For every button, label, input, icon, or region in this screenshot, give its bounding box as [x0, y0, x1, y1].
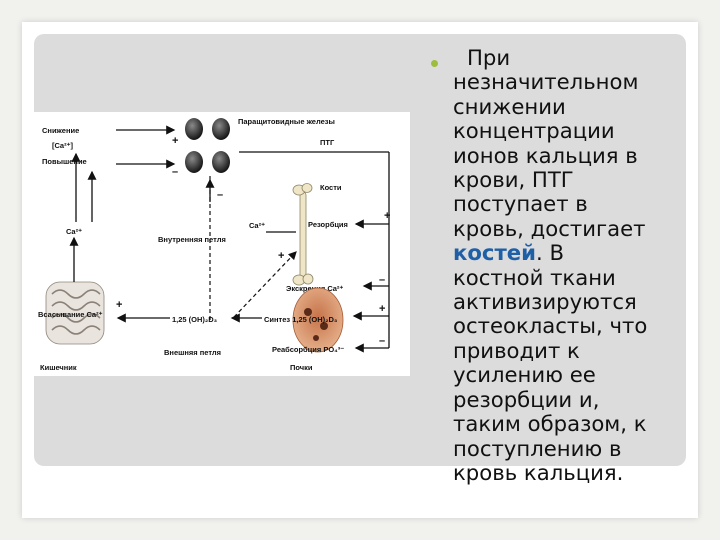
text-line: снижении: [453, 93, 566, 119]
sign-plus-glands: +: [172, 135, 178, 147]
text-line: резорбции и,: [453, 386, 600, 412]
bullet-text: При незначительном снижении концентрации…: [453, 45, 683, 485]
text-line: ионов кальция в: [453, 142, 638, 168]
sign-plus-intestine: +: [116, 299, 122, 311]
text-line: крови, ПТГ: [453, 167, 574, 193]
label-kidneys: Почки: [290, 363, 313, 372]
text-line: концентрации: [453, 118, 615, 144]
label-pth: ПТГ: [320, 138, 335, 147]
text-line: При: [467, 45, 511, 70]
sign-plus-resorption: +: [384, 210, 390, 222]
label-outer-loop: Внешняя петля: [164, 348, 221, 357]
label-bones: Кости: [320, 183, 342, 192]
text-line: кровь, достигает: [453, 215, 646, 241]
gland-icon: [212, 118, 230, 140]
calcium-regulation-diagram: Снижение [Ca²⁺] Повышение Паращитовидные…: [34, 112, 410, 376]
label-parathyroid-glands: Паращитовидные железы: [238, 117, 335, 126]
sign-plus-synthesis: +: [379, 303, 385, 315]
label-decrease: Снижение: [42, 126, 79, 135]
sign-minus-excretion: –: [379, 274, 385, 286]
text-line: костной ткани: [453, 264, 616, 290]
label-ca-inner: Ca²⁺: [249, 221, 265, 230]
text-line: остеокласты, что: [453, 313, 648, 339]
kidney-icon: [292, 287, 344, 353]
label-increase: Повышение: [42, 157, 87, 166]
label-synthesis: Синтез 1,25 (OH)₂D₃: [264, 315, 338, 324]
dashed-diagonal: [233, 251, 297, 318]
label-inner-loop: Внутренняя петля: [158, 235, 226, 244]
sign-minus-inner: –: [217, 189, 223, 201]
intestine-icon: [45, 281, 105, 345]
text-line: . В: [536, 240, 565, 266]
gland-icon: [185, 151, 203, 173]
highlight-bones: костей: [453, 240, 536, 266]
text-line: приводит к: [453, 337, 580, 363]
label-vitamin-d: 1,25 (OH)₂D₃: [172, 315, 218, 324]
label-resorption: Резорбция: [308, 220, 348, 229]
label-intestine: Кишечник: [40, 363, 77, 372]
label-calcium-concentration: [Ca²⁺]: [52, 141, 74, 150]
text-line: активизируются: [453, 289, 637, 315]
label-ca-left: Ca²⁺: [66, 227, 82, 236]
sign-minus-po4: –: [379, 335, 385, 347]
text-line: таким образом, к: [453, 411, 647, 437]
gland-icon: [212, 151, 230, 173]
label-ca-absorption: Всасывание Ca²⁺: [38, 310, 103, 319]
text-line: незначительном: [453, 69, 639, 95]
text-line: поступает в: [453, 191, 588, 217]
bone-icon: [292, 183, 314, 286]
label-po4-reabsorption: Реабсорбция PO₄³⁻: [272, 345, 344, 354]
text-line: усилению ее: [453, 362, 596, 388]
bullet-icon: [431, 60, 438, 67]
text-line: кровь кальция.: [453, 459, 624, 485]
text-line: поступлению в: [453, 435, 622, 461]
gland-icon: [185, 118, 203, 140]
sign-plus-bone: +: [278, 250, 284, 262]
sign-minus-glands: –: [172, 166, 178, 178]
